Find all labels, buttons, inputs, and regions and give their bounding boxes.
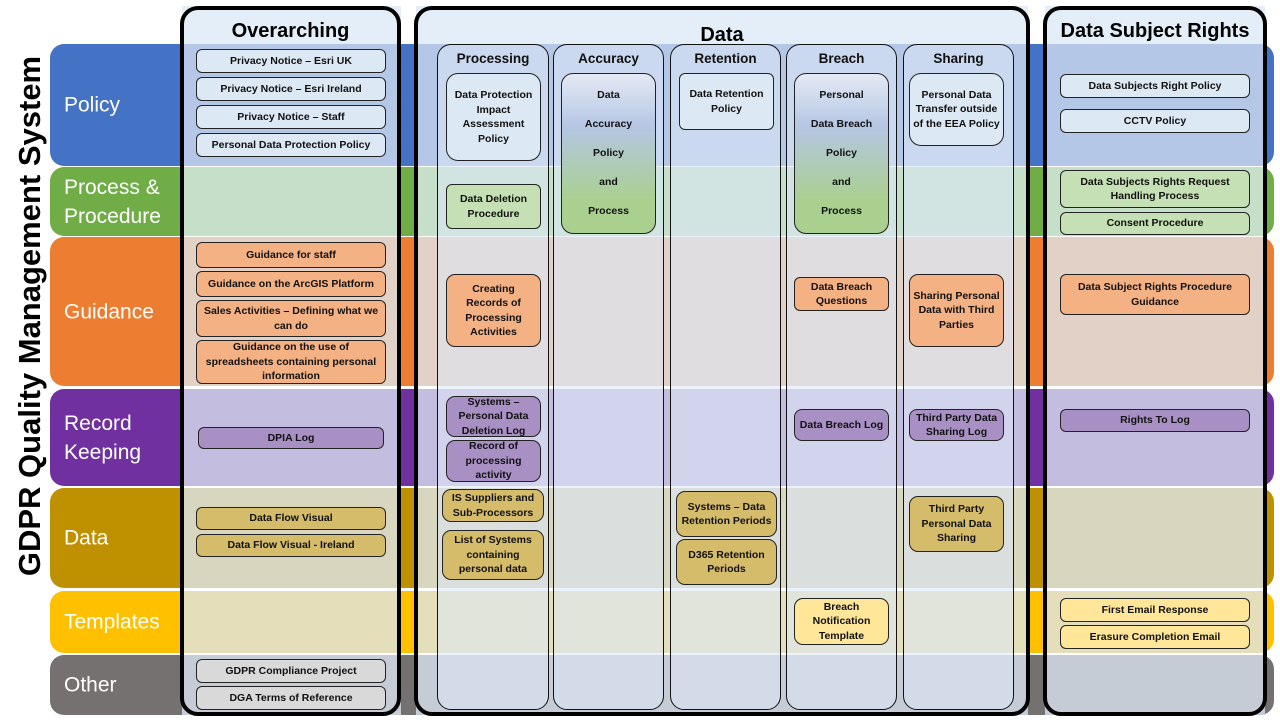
doc-box[interactable]: First Email Response <box>1060 598 1250 622</box>
doc-box[interactable]: Data Deletion Procedure <box>446 184 541 229</box>
doc-box-breach-policy[interactable]: Personal Data Breach Policy and Process <box>794 73 889 234</box>
subcolumn-title-breach: Breach <box>818 51 865 66</box>
doc-box[interactable]: Data Flow Visual <box>196 507 386 530</box>
doc-box[interactable]: CCTV Policy <box>1060 109 1250 133</box>
doc-box[interactable]: Data Subjects Right Policy <box>1060 74 1250 98</box>
subcolumn-title-processing: Processing <box>456 51 530 66</box>
row-label-process: Process & Procedure <box>64 175 161 228</box>
doc-box[interactable]: Privacy Notice – Staff <box>196 105 386 129</box>
doc-box[interactable]: D365 Retention Periods <box>676 539 777 585</box>
doc-box-accuracy-policy[interactable]: Data Accuracy Policy and Process <box>561 73 656 234</box>
doc-box[interactable]: List of Systems containing personal data <box>442 530 544 580</box>
column-title-dsr: Data Subject Rights <box>1060 20 1250 42</box>
doc-box[interactable]: Erasure Completion Email <box>1060 625 1250 649</box>
column-dsr: Data Subject Rights <box>1043 6 1267 716</box>
doc-box[interactable]: Data Breach Questions <box>794 277 889 311</box>
doc-box[interactable]: Personal Data Transfer outside of the EE… <box>909 73 1004 146</box>
doc-box[interactable]: Personal Data Protection Policy <box>196 133 386 157</box>
column-tint <box>416 6 1028 44</box>
subcolumn-title-retention: Retention <box>694 51 757 66</box>
column-tint <box>1045 389 1265 486</box>
row-label-policy: Policy <box>64 93 121 117</box>
doc-box[interactable]: Sharing Personal Data with Third Parties <box>909 274 1004 347</box>
doc-box[interactable]: Third Party Data Sharing Log <box>909 409 1004 441</box>
subcolumn-retention: Retention <box>670 44 781 710</box>
subcolumn-title-sharing: Sharing <box>933 51 984 66</box>
row-label-data: Data <box>64 526 109 550</box>
doc-box[interactable]: Rights To Log <box>1060 409 1250 432</box>
doc-box[interactable]: Data Protection Impact Assessment Policy <box>446 73 541 161</box>
column-tint <box>1045 44 1265 166</box>
doc-box[interactable]: DGA Terms of Reference <box>196 686 386 710</box>
column-tint <box>182 6 401 44</box>
doc-box[interactable]: Systems – Personal Data Deletion Log <box>446 396 541 437</box>
doc-box[interactable]: GDPR Compliance Project <box>196 659 386 683</box>
column-title-data: Data <box>700 24 744 46</box>
column-tint <box>1045 6 1265 44</box>
doc-box[interactable]: Breach Notification Template <box>794 598 889 645</box>
doc-box[interactable]: DPIA Log <box>198 427 384 449</box>
doc-box[interactable]: Data Subject Rights Procedure Guidance <box>1060 274 1250 315</box>
doc-box[interactable]: Creating Records of Processing Activitie… <box>446 274 541 347</box>
doc-box[interactable]: Sales Activities – Defining what we can … <box>196 300 386 337</box>
doc-box[interactable]: Systems – Data Retention Periods <box>676 491 777 537</box>
diagram-title-text: GDPR Quality Management System <box>12 55 47 577</box>
doc-box[interactable]: Privacy Notice – Esri Ireland <box>196 77 386 101</box>
doc-box[interactable]: Privacy Notice – Esri UK <box>196 49 386 73</box>
column-data: Data <box>414 6 1030 716</box>
row-label-guidance: Guidance <box>64 300 154 323</box>
doc-box[interactable]: Data Flow Visual - Ireland <box>196 534 386 557</box>
doc-box[interactable]: Guidance on the ArcGIS Platform <box>196 271 386 297</box>
doc-box[interactable]: IS Suppliers and Sub-Processors <box>442 489 544 522</box>
doc-box[interactable]: Data Breach Log <box>794 409 889 441</box>
doc-box[interactable]: Guidance on the use of spreadsheets cont… <box>196 340 386 384</box>
column-tint <box>182 167 401 236</box>
column-tint <box>1045 488 1265 588</box>
row-label-record: Record Keeping <box>64 411 142 464</box>
row-label-templates: Templates <box>64 610 160 634</box>
row-label-other: Other <box>64 673 117 697</box>
column-overarching: Overarching <box>180 6 401 716</box>
doc-box[interactable]: Guidance for staff <box>196 242 386 268</box>
column-tint <box>182 591 401 653</box>
subcolumn-sharing: Sharing <box>903 44 1014 710</box>
doc-box[interactable]: Record of processing activity <box>446 440 541 482</box>
doc-box[interactable]: Data Retention Policy <box>679 73 774 130</box>
column-title-overarching: Overarching <box>231 20 350 42</box>
column-tint <box>1045 655 1265 715</box>
subcolumn-title-accuracy: Accuracy <box>578 51 639 66</box>
doc-box[interactable]: Third Party Personal Data Sharing <box>909 496 1004 552</box>
doc-box[interactable]: Consent Procedure <box>1060 212 1250 235</box>
doc-box[interactable]: Data Subjects Rights Request Handling Pr… <box>1060 170 1250 208</box>
